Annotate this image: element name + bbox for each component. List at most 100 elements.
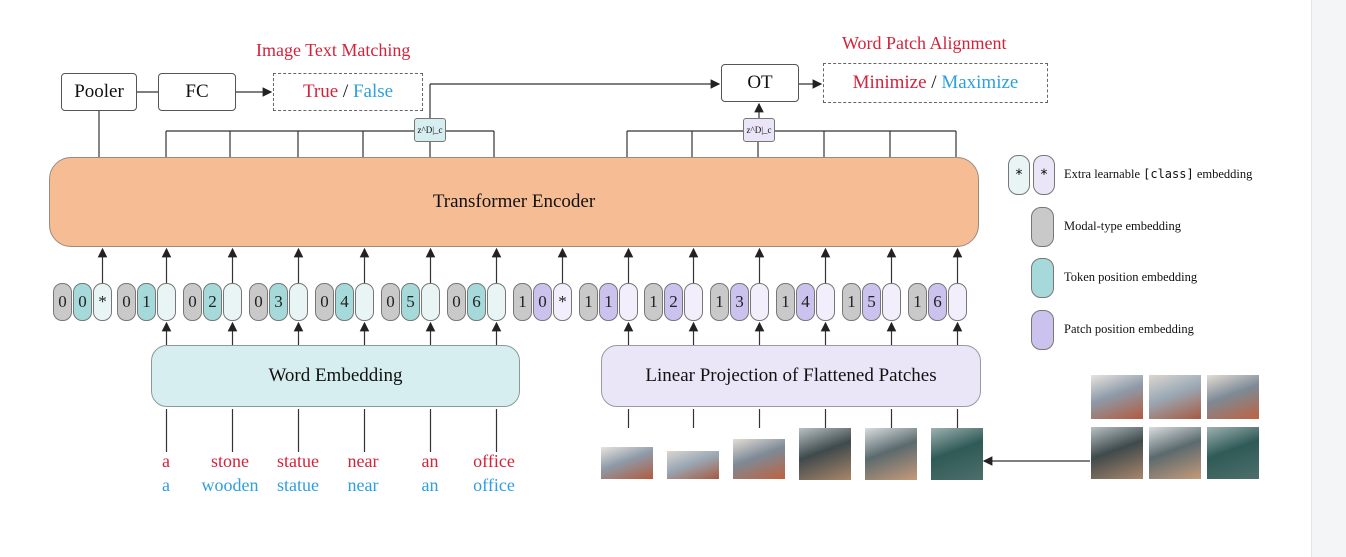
modal-type-pill-text-4: 0 [315,283,334,321]
z-text-label: z^D|_c [417,125,443,135]
itm-false: False [352,81,394,102]
itm-output-box: True / False [273,73,423,111]
wpa-maximize: Maximize [941,72,1019,93]
image-patch-0 [601,447,653,479]
position-pill-text-6: 6 [467,283,486,321]
wpa-title: Word Patch Alignment [842,33,1007,53]
legend-token-pill [1031,258,1054,298]
embedding-pill-image-2 [684,283,703,321]
modal-type-pill-text-2: 0 [183,283,202,321]
position-pill-text-3: 3 [269,283,288,321]
wpa-minimize: Minimize [852,72,927,93]
legend-extra-prefix: Extra learnable [1064,167,1144,181]
fc-label: FC [185,81,209,102]
embedding-pill-image-3 [750,283,769,321]
caption-word-words_row2-2: statue [277,475,319,495]
pooler-label: Pooler [74,81,124,102]
caption-word-words_row2-4: an [421,475,439,495]
input-image-tile-5 [1207,427,1259,479]
image-patch-1 [667,451,719,479]
itm-slash: / [338,81,353,102]
position-pill-text-0: 0 [73,283,92,321]
modal-type-pill-image-6: 1 [908,283,927,321]
modal-type-pill-image-4: 1 [776,283,795,321]
embedding-pill-text-1 [157,283,176,321]
modal-type-pill-text-5: 0 [381,283,400,321]
z-image-label: z^D|_c [746,125,772,135]
embedding-pill-image-0: * [553,283,572,321]
legend-extra-text: Extra learnable [class] embedding [1064,167,1252,182]
embedding-pill-text-4 [355,283,374,321]
legend-star-2: * [1040,167,1048,183]
image-patch-4 [865,428,917,480]
fc-box: FC [158,73,236,111]
position-pill-text-1: 1 [137,283,156,321]
modal-type-pill-image-5: 1 [842,283,861,321]
embedding-pill-image-4 [816,283,835,321]
position-pill-text-5: 5 [401,283,420,321]
input-image-tile-1 [1149,375,1201,419]
position-pill-image-5: 5 [862,283,881,321]
legend-extra-pill: * [1008,155,1030,195]
legend-token-text: Token position embedding [1064,270,1198,284]
ot-box: OT [721,64,799,102]
caption-word-words_row2-0: a [162,475,170,495]
position-pill-image-0: 0 [533,283,552,321]
modal-type-pill-image-0: 1 [513,283,532,321]
ot-label: OT [747,72,773,93]
embedding-pill-text-3 [289,283,308,321]
legend-modal-pill [1031,207,1054,247]
caption-word-words_row2-3: near [347,475,379,495]
itm-title: Image Text Matching [256,40,411,60]
embedding-pill-image-5 [882,283,901,321]
modal-type-pill-text-1: 0 [117,283,136,321]
position-pill-image-4: 4 [796,283,815,321]
image-patch-2 [733,439,785,479]
position-pill-text-2: 2 [203,283,222,321]
image-patch-5 [931,428,983,480]
position-pill-image-1: 1 [599,283,618,321]
embedding-pill-text-5 [421,283,440,321]
wpa-output-box: Minimize / Maximize [823,63,1048,103]
legend-modal-text: Modal-type embedding [1064,219,1181,233]
modal-type-pill-image-3: 1 [710,283,729,321]
caption-word-words_row2-1: wooden [201,475,259,495]
transformer-encoder-label: Transformer Encoder [432,191,596,212]
caption-word-words_row2-5: office [473,475,515,495]
caption-word-words_row1-2: statue [277,451,319,471]
itm-true: True [302,81,339,102]
legend-patch-text: Patch position embedding [1064,322,1194,336]
caption-word-words_row1-0: a [162,451,170,471]
position-pill-image-6: 6 [928,283,947,321]
position-pill-image-2: 2 [664,283,683,321]
legend-class-code: [class] [1143,167,1194,181]
modal-type-pill-image-2: 1 [644,283,663,321]
legend-extra-pill-2: * [1033,155,1055,195]
position-pill-text-4: 4 [335,283,354,321]
legend-patch-pill [1031,310,1054,350]
transformer-encoder-block: Transformer Encoder [49,157,979,247]
position-pill-image-3: 3 [730,283,749,321]
patch-projection-label: Linear Projection of Flattened Patches [645,365,937,386]
input-image-tile-2 [1207,375,1259,419]
legend-star-1: * [1015,167,1023,183]
z-image-badge: z^D|_c [743,118,775,142]
patch-projection-block: Linear Projection of Flattened Patches [601,345,981,407]
modal-type-pill-image-1: 1 [579,283,598,321]
pooler-box: Pooler [61,73,137,111]
caption-word-words_row1-3: near [347,451,379,471]
image-patch-3 [799,428,851,480]
modal-type-pill-text-3: 0 [249,283,268,321]
embedding-pill-text-0: * [93,283,112,321]
embedding-pill-text-2 [223,283,242,321]
input-image-tile-0 [1091,375,1143,419]
embedding-pill-image-6 [948,283,967,321]
side-panel [1311,0,1346,557]
word-embedding-block: Word Embedding [151,345,520,407]
wpa-slash: / [926,72,942,93]
input-image-tile-3 [1091,427,1143,479]
caption-word-words_row1-5: office [473,451,515,471]
legend-extra-suffix: embedding [1193,167,1253,181]
caption-word-words_row1-4: an [421,451,439,471]
